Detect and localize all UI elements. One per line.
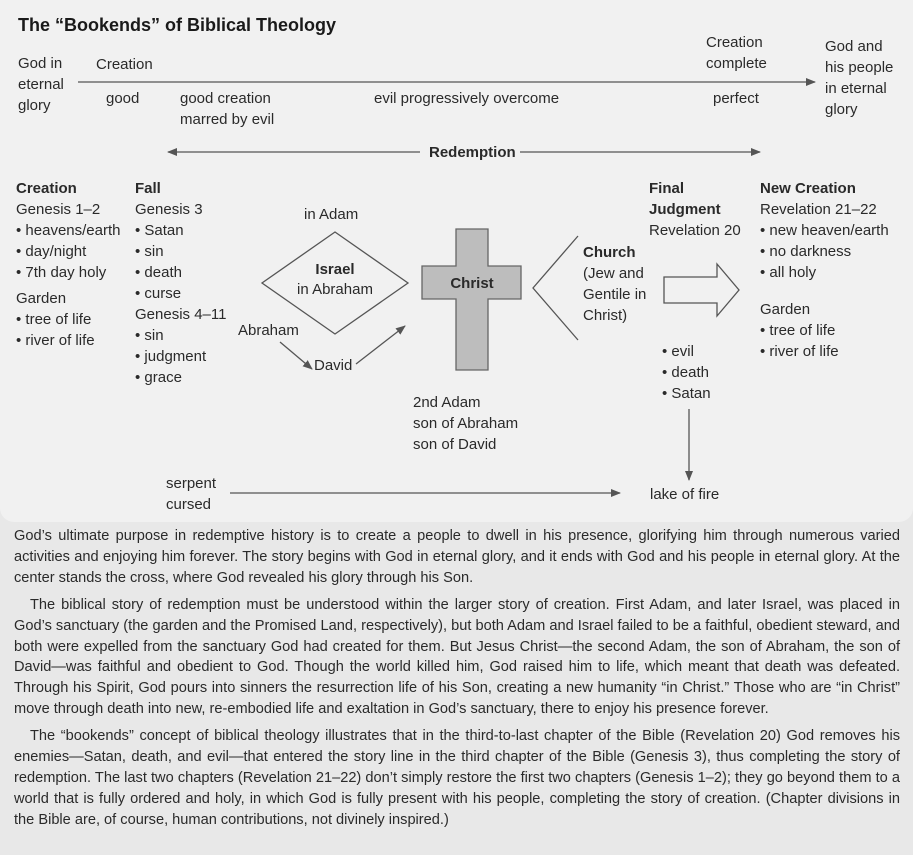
list-item: curse [135, 283, 226, 304]
paragraph-3: The “bookends” concept of biblical theol… [14, 728, 900, 828]
timeline-perfect: perfect [713, 90, 759, 107]
list-item: 7th day holy [16, 262, 121, 283]
timeline-creation: Creation [96, 56, 153, 73]
in-abraham-label: in Abraham [297, 281, 373, 298]
list-item: all holy [760, 262, 889, 283]
timeline-overcome: evil progressively overcome [374, 90, 560, 107]
creation-garden: Garden [16, 290, 67, 307]
cross-shape [421, 228, 522, 371]
judgment-block: Final Judgment Revelation 20 [649, 180, 741, 239]
judgment-items: evil death Satan [662, 341, 711, 404]
list-item: grace [135, 367, 226, 388]
new-creation-garden: Garden [760, 301, 811, 318]
in-adam-label: in Adam [304, 206, 359, 223]
diagram-panel: The “Bookends” of Biblical Theology God … [0, 0, 913, 522]
lake-of-fire-label: lake of fire [650, 486, 720, 503]
israel-diamond [260, 231, 410, 335]
list-item: no darkness [760, 241, 889, 262]
new-creation-column: New Creation Revelation 21–22 new heaven… [760, 178, 889, 362]
creation-column: Creation Genesis 1–2 heavens/earth day/n… [16, 178, 121, 351]
creation-heading: Creation [16, 180, 77, 197]
list-item: heavens/earth [16, 220, 120, 241]
list-item: death [662, 362, 711, 383]
list-item: river of life [16, 330, 121, 351]
list-item: new heaven/earth [760, 220, 888, 241]
fall-column: Fall Genesis 3 Satan sin death curse Gen… [135, 178, 226, 388]
list-item: day/night [16, 241, 121, 262]
paragraph-2: The biblical story of redemption must be… [14, 596, 900, 718]
new-creation-heading: New Creation [760, 180, 856, 197]
creation-ref: Genesis 1–2 [16, 201, 101, 218]
block-arrow [663, 262, 740, 318]
abraham-david-arrow [279, 341, 313, 370]
list-item: tree of life [16, 309, 121, 330]
fall-heading: Fall [135, 180, 161, 197]
abraham-label: Abraham [238, 322, 299, 339]
fall-ref: Genesis 3 [135, 201, 203, 218]
list-item: tree of life [760, 320, 889, 341]
list-item: sin [135, 241, 226, 262]
diagram-lines [78, 78, 816, 497]
david-label: David [314, 357, 353, 374]
church-chevron [532, 235, 579, 341]
timeline-good: good [106, 90, 140, 107]
list-item: death [135, 262, 226, 283]
list-item: sin [135, 325, 226, 346]
new-creation-ref: Revelation 21–22 [760, 201, 877, 218]
david-christ-arrow [355, 325, 406, 365]
judgment-ref: Revelation 20 [649, 222, 741, 239]
body-text: God’s ultimate purpose in redemptive his… [14, 526, 900, 837]
list-item: Satan [135, 220, 226, 241]
list-item: Satan [662, 383, 710, 404]
fall-ref2: Genesis 4–11 [135, 306, 227, 323]
list-item: river of life [760, 341, 889, 362]
list-item: judgment [135, 346, 226, 367]
israel-label: Israel [315, 261, 355, 278]
christ-label: Christ [450, 275, 494, 292]
redemption-label: Redemption [429, 144, 516, 161]
diagram-title: The “Bookends” of Biblical Theology [18, 15, 337, 35]
church-heading: Church [583, 244, 636, 261]
list-item: evil [662, 341, 711, 362]
paragraph-1: God’s ultimate purpose in redemptive his… [14, 528, 900, 586]
